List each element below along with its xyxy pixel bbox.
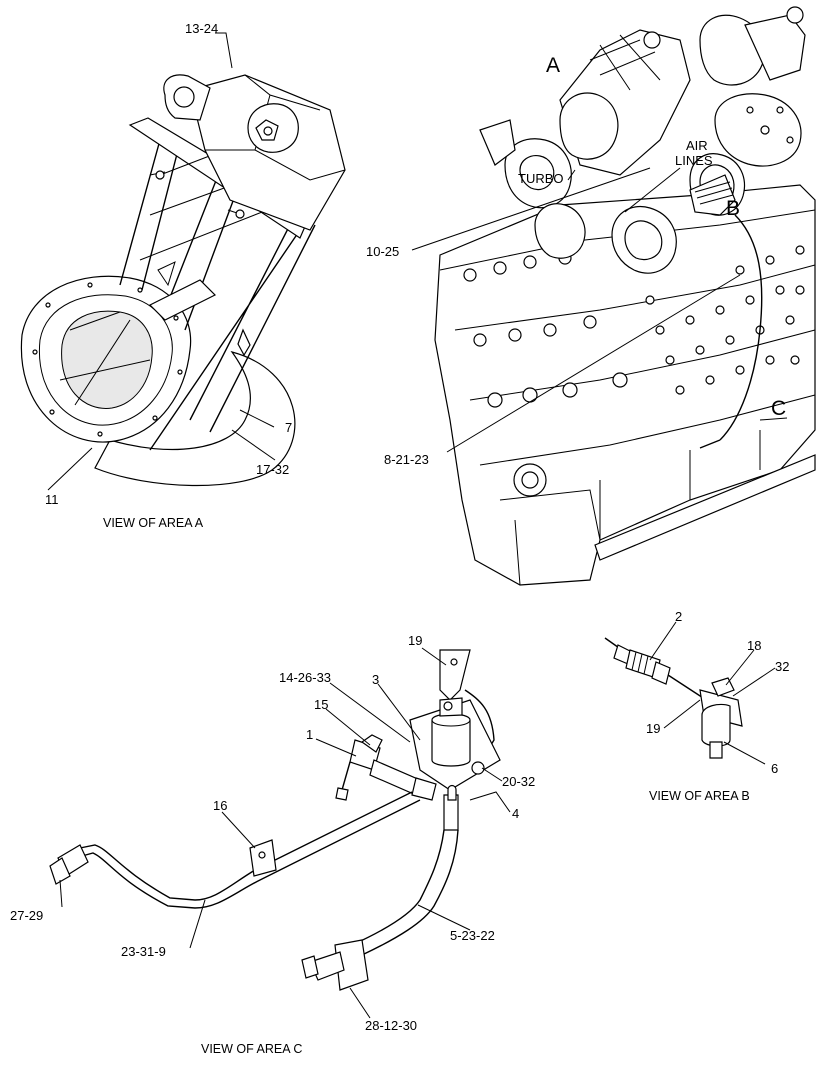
callout-c-4: 4: [512, 806, 519, 821]
caption-view-area-a: VIEW OF AREA A: [103, 516, 204, 530]
engine-bolt-pattern: [463, 245, 805, 497]
callout-13-24: 13-24: [185, 21, 218, 36]
engine-drawing: [411, 6, 816, 586]
view-area-b-drawing: [604, 621, 776, 765]
callout-11: 11: [45, 492, 59, 507]
view-area-a-drawing: [20, 32, 346, 491]
turbo-label: TURBO: [518, 171, 564, 186]
callout-b-18: 18: [747, 638, 761, 653]
air-label: AIR: [686, 138, 708, 153]
callout-b-6: 6: [771, 761, 778, 776]
callout-c-3: 3: [372, 672, 379, 687]
callout-b-32: 32: [775, 659, 789, 674]
callout-c-5-23-22: 5-23-22: [450, 928, 495, 943]
callout-c-15: 15: [314, 697, 328, 712]
callout-c-16: 16: [213, 798, 227, 813]
callout-b-19: 19: [646, 721, 660, 736]
callout-b-2: 2: [675, 609, 682, 624]
callout-c-23-31-9: 23-31-9: [121, 944, 166, 959]
callout-10-25: 10-25: [366, 244, 399, 259]
caption-view-area-b: VIEW OF AREA B: [649, 789, 750, 803]
area-letter-c: C: [771, 397, 786, 420]
callout-8-21-23: 8-21-23: [384, 452, 429, 467]
callout-c-1: 1: [306, 727, 313, 742]
lines-label: LINES: [675, 153, 713, 168]
callout-17-32: 17-32: [256, 462, 289, 477]
caption-view-area-c: VIEW OF AREA C: [201, 1042, 302, 1056]
callout-7: 7: [285, 420, 292, 435]
callout-c-28-12-30: 28-12-30: [365, 1018, 417, 1033]
callout-c-14-26-33: 14-26-33: [279, 670, 331, 685]
callout-c-27-29: 27-29: [10, 908, 43, 923]
callout-c-20-32: 20-32: [502, 774, 535, 789]
view-area-c-drawing: [49, 647, 511, 1019]
area-letter-b: B: [726, 197, 740, 220]
callout-c-19: 19: [408, 633, 422, 648]
area-letter-a: A: [546, 54, 560, 77]
